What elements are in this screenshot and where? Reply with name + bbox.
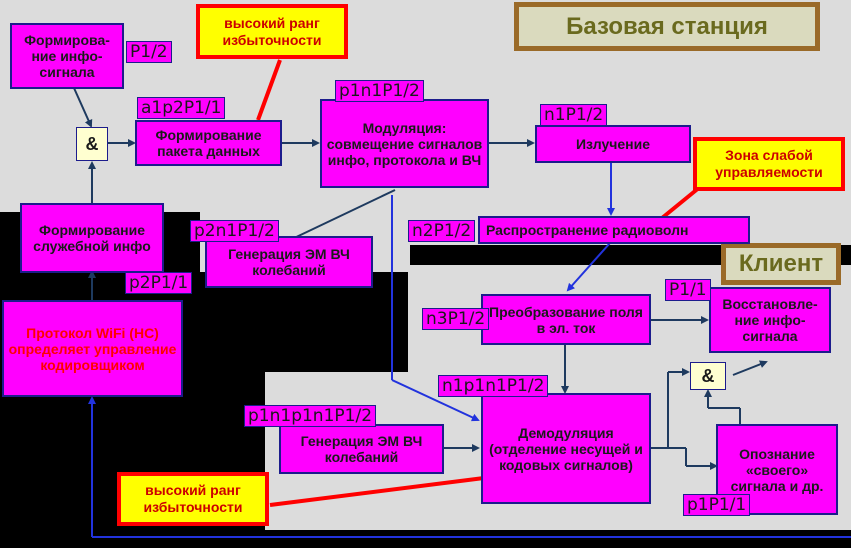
weak-control-zone-note-text: Зона слабой управляемости bbox=[715, 147, 823, 180]
info-signal-restore-text: Восстановле-ние инфо-сигнала bbox=[722, 296, 818, 344]
client-title: Клиент bbox=[721, 243, 841, 285]
label-p2n1P: p2n1P1/2 bbox=[190, 220, 279, 242]
label-p2P: p2P1/1 bbox=[125, 272, 193, 294]
label-n1p1n1P: n1p1n1P1/2 bbox=[438, 375, 549, 397]
modulation-text: Модуляция: совмещение сигналов инфо, про… bbox=[326, 119, 483, 168]
wifi-protocol-text: Протокол WiFi (НС) определяет управление… bbox=[8, 324, 177, 373]
modulation-block: Модуляция: совмещение сигналов инфо, про… bbox=[320, 99, 489, 188]
and-gate-bottom: & bbox=[690, 362, 726, 390]
label-p-info: P1/2 bbox=[126, 41, 172, 63]
demodulation-block: Демодуляция (отделение несущей и кодовых… bbox=[481, 393, 651, 504]
high-redundancy-note-bottom: высокий ранг избыточности bbox=[117, 472, 269, 526]
service-info-forming-text: Формирование служебной инфо bbox=[33, 222, 151, 254]
emission-block: Излучение bbox=[535, 125, 691, 163]
label-P-restore: P1/1 bbox=[665, 279, 711, 301]
wifi-protocol-block: Протокол WiFi (НС) определяет управление… bbox=[2, 300, 183, 397]
high-redundancy-note-bottom-text: высокий ранг избыточности bbox=[143, 482, 243, 515]
emission-text: Излучение bbox=[575, 136, 651, 152]
label-a1p2P: a1p2P1/1 bbox=[137, 97, 226, 119]
label-p1n1p1n1P: p1n1p1n1P1/2 bbox=[244, 405, 377, 427]
label-p1P: p1P1/1 bbox=[683, 494, 751, 516]
demodulation-text: Демодуляция (отделение несущей и кодовых… bbox=[489, 424, 643, 473]
em-hf-generation-bottom-block: Генерация ЭМ ВЧ колебаний bbox=[279, 424, 444, 474]
em-hf-generation-top-text: Генерация ЭМ ВЧ колебаний bbox=[228, 246, 350, 278]
high-redundancy-note-top: высокий ранг избыточности bbox=[196, 4, 348, 59]
recognition-text: Опознание «своего» сигнала и др. bbox=[730, 445, 824, 494]
label-n3P: n3P1/2 bbox=[422, 308, 490, 330]
client-title-text: Клиент bbox=[738, 250, 824, 277]
em-hf-generation-bottom-text: Генерация ЭМ ВЧ колебаний bbox=[300, 433, 423, 465]
and-gate-top-symbol: & bbox=[85, 133, 99, 154]
label-n1P: n1P1/2 bbox=[540, 104, 608, 126]
field-conversion-block: Преобразование поля в эл. ток bbox=[481, 294, 651, 345]
high-redundancy-note-top-text: высокий ранг избыточности bbox=[222, 14, 322, 48]
and-gate-bottom-symbol: & bbox=[701, 365, 715, 386]
and-gate-top: & bbox=[76, 127, 108, 161]
weak-control-zone-note: Зона слабой управляемости bbox=[693, 137, 845, 191]
packet-forming-block: Формирование пакета данных bbox=[135, 120, 282, 166]
em-hf-generation-top-block: Генерация ЭМ ВЧ колебаний bbox=[205, 236, 373, 288]
label-n2P: n2P1/2 bbox=[408, 220, 476, 242]
base-station-title-text: Базовая станция bbox=[566, 12, 768, 40]
propagation-text: Распространение радиоволн bbox=[486, 222, 689, 238]
packet-forming-text: Формирование пакета данных bbox=[155, 127, 262, 159]
info-signal-forming-text: Формирова-ние инфо-сигнала bbox=[24, 32, 110, 80]
service-info-forming-block: Формирование служебной инфо bbox=[20, 203, 164, 273]
propagation-block: Распространение радиоволн bbox=[478, 216, 750, 244]
base-station-title: Базовая станция bbox=[514, 2, 820, 51]
label-p1n1P: p1n1P1/2 bbox=[335, 80, 424, 102]
field-conversion-text: Преобразование поля в эл. ток bbox=[489, 303, 643, 336]
info-signal-forming-block: Формирова-ние инфо-сигнала bbox=[10, 23, 124, 89]
info-signal-restore-block: Восстановле-ние инфо-сигнала bbox=[709, 287, 831, 353]
